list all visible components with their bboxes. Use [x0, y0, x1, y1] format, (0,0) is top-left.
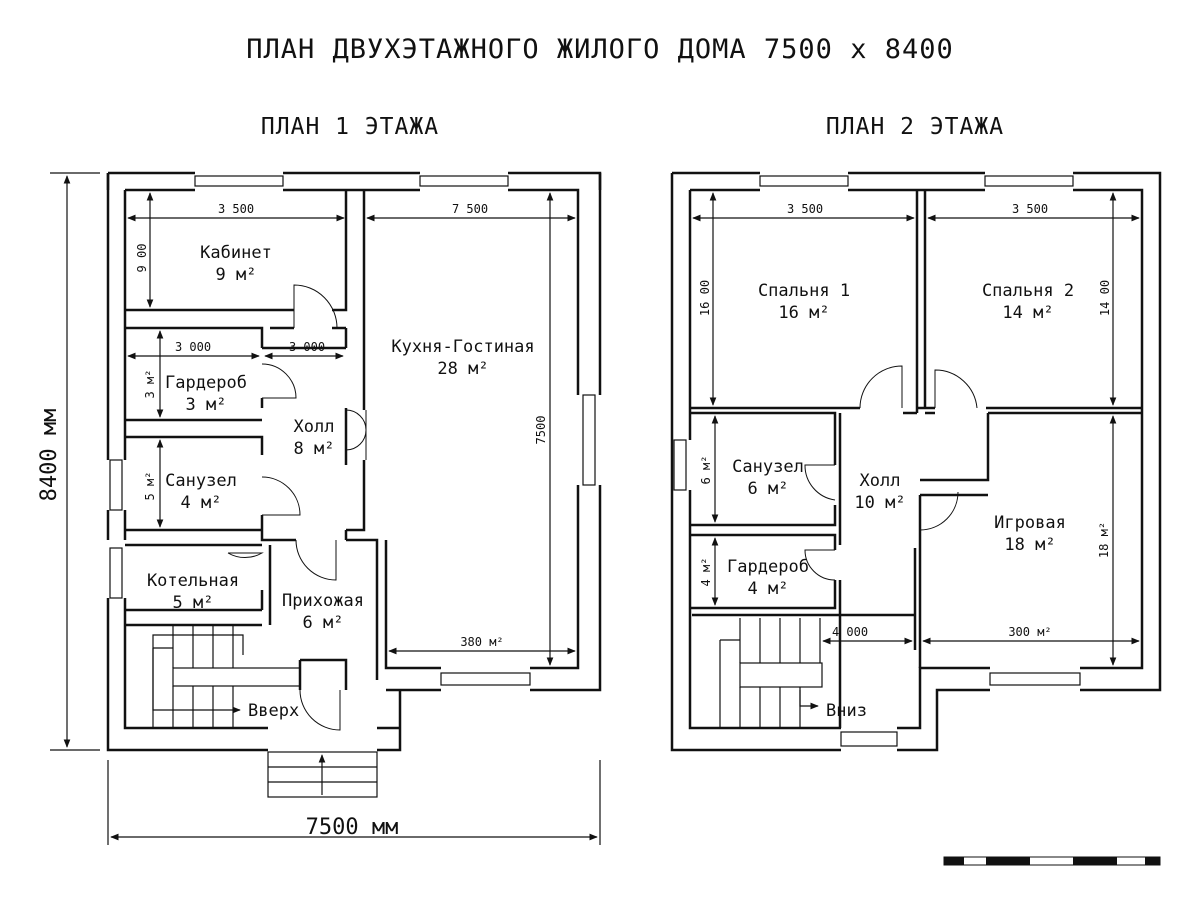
floor2-room-bedroom2: Спальня 2 14 м²: [982, 281, 1074, 323]
room-name: Игровая: [994, 513, 1066, 533]
floor1-stairs-label: Вверх: [248, 701, 299, 721]
floor1-dim-wardrobe-width: 3 000: [175, 340, 211, 354]
floor2-stairs-label: Вниз: [826, 701, 867, 721]
floor2-heading: ПЛАН 2 ЭТАЖА: [826, 114, 1004, 140]
room-area: 8 м²: [294, 439, 335, 459]
floor2-room-bedroom1: Спальня 1 16 м²: [758, 281, 850, 323]
room-name: Котельная: [147, 571, 239, 591]
floor1-dim-kitchen-height: 7500: [534, 416, 548, 445]
floor2-room-bathroom: Санузел 6 м²: [732, 457, 804, 499]
room-area: 4 м²: [748, 579, 789, 599]
floor1-overall-width: 7500 мм: [306, 815, 399, 840]
room-area: 4 м²: [181, 493, 222, 513]
floor2-dim-bedroom1-width: 3 500: [787, 202, 823, 216]
floor1-stairs: Вверх: [152, 625, 301, 728]
room-name: Кухня-Гостиная: [391, 337, 534, 357]
floor1-room-boiler: Котельная 5 м²: [147, 571, 239, 613]
room-area: 14 м²: [1002, 303, 1053, 323]
floor2-dim-playroom-height: 18 м²: [1097, 522, 1111, 558]
room-area: 10 м²: [854, 493, 905, 513]
room-area: 9 м²: [216, 265, 257, 285]
floor2-dim-bathroom-height: 6 м²: [699, 456, 713, 485]
floor2-room-playroom: Игровая 18 м²: [994, 513, 1066, 555]
room-name: Холл: [294, 417, 335, 437]
room-name: Спальня 2: [982, 281, 1074, 301]
room-area: 16 м²: [778, 303, 829, 323]
room-area: 6 м²: [748, 479, 789, 499]
floor1-room-entry: Прихожая 6 м²: [282, 591, 364, 633]
floor1-room-wardrobe: Гардероб 3 м²: [165, 373, 247, 415]
floor2-dim-stair-width: 4 000: [832, 625, 868, 639]
room-name: Прихожая: [282, 591, 364, 611]
floor2-dimension-lines: [692, 192, 1140, 666]
floor1-heading: ПЛАН 1 ЭТАЖА: [261, 114, 439, 140]
room-name: Санузел: [165, 471, 237, 491]
drawing-title: ПЛАН ДВУХЭТАЖНОГО ЖИЛОГО ДОМА 7500 х 840…: [246, 34, 953, 65]
floor1-doors: [227, 284, 367, 731]
room-area: 6 м²: [303, 613, 344, 633]
floor2-room-hall: Холл 10 м²: [854, 471, 905, 513]
floor2-doors: [804, 365, 978, 581]
floor1-dim-cabinet-width: 3 500: [218, 202, 254, 216]
floor2-dim-bedroom2-width: 3 500: [1012, 202, 1048, 216]
floor1-dim-cabinet-height: 9 00: [135, 244, 149, 273]
floor1-dimension-lines: [127, 192, 576, 666]
floor1-interior-walls: [125, 190, 379, 690]
floor1-dim-bathroom-height: 5 м²: [143, 472, 157, 501]
room-name: Спальня 1: [758, 281, 850, 301]
room-area: 28 м²: [437, 359, 488, 379]
floor1-plan: Вверх 3 500 7 500 9 00 3 000 3 000 3 м² …: [37, 171, 602, 845]
floor1-room-bathroom: Санузел 4 м²: [165, 471, 237, 513]
floor1-overall-dimensions: 8400 мм 7500 мм: [37, 172, 601, 845]
scale-bar: [943, 856, 1161, 866]
room-name: Гардероб: [727, 557, 809, 577]
room-name: Гардероб: [165, 373, 247, 393]
floor1-dim-wardrobe-height: 3 м²: [143, 370, 157, 399]
floor2-dim-bedroom1-height: 16 00: [698, 280, 712, 316]
room-name: Кабинет: [200, 243, 272, 263]
floor1-room-hall: Холл 8 м²: [294, 417, 335, 459]
floor1-room-kitchen: Кухня-Гостиная 28 м²: [391, 337, 534, 379]
floor2-interior-walls: [690, 190, 1142, 728]
floor1-outer-walls: [106, 171, 602, 752]
floor1-dim-kitchen-bottom: 380 м²: [460, 635, 503, 649]
floor1-dim-kitchen-width: 7 500: [452, 202, 488, 216]
floor1-room-cabinet: Кабинет 9 м²: [200, 243, 272, 285]
floor1-overall-height: 8400 мм: [37, 409, 62, 502]
floor2-outer-walls: [670, 171, 1162, 752]
floor1-porch-steps: [267, 751, 378, 798]
room-name: Санузел: [732, 457, 804, 477]
floor2-room-wardrobe: Гардероб 4 м²: [727, 557, 809, 599]
floor2-dim-playroom-bottom: 300 м²: [1008, 625, 1051, 639]
floor2-dim-wardrobe-height: 4 м²: [699, 558, 713, 587]
room-area: 3 м²: [186, 395, 227, 415]
floor2-stairs: Вниз: [719, 618, 867, 728]
floor1-dim-hall-width: 3 000: [289, 340, 325, 354]
room-area: 18 м²: [1004, 535, 1055, 555]
room-area: 5 м²: [173, 593, 214, 613]
room-name: Холл: [860, 471, 901, 491]
floor2-dim-bedroom2-height: 14 00: [1098, 280, 1112, 316]
floor2-plan: Вниз 3 500 3 500 16 00 14 00 6 м² 4 м² 1…: [670, 171, 1162, 752]
